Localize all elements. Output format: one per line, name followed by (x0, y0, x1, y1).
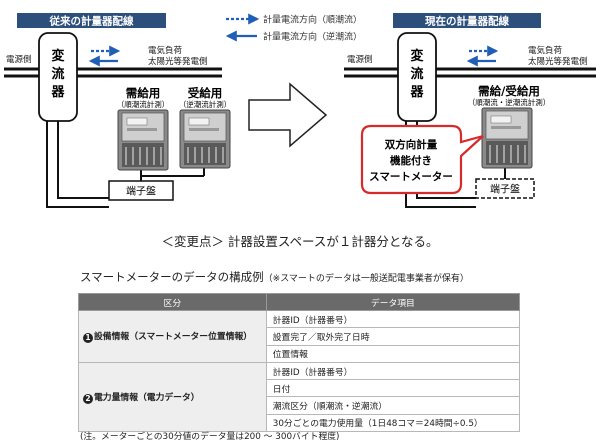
table-footnote: (注。メーターごとの30分値のデータ量は200 〜 300バイト程度) (80, 432, 340, 442)
left-terminal-box (108, 180, 174, 201)
right-transformer-char-3: 器 (409, 85, 424, 100)
callout-line-2: 機能付き (390, 154, 432, 167)
legend-forward: 計量電流方向（順潮流） (263, 14, 362, 26)
right-load-label-1: 電気負荷 (528, 45, 563, 56)
meter-wiring-diagram: 従来の計量器配線 現在の計量器配線 計量電流方向（順潮流） 計量電流方向（逆潮流… (4, 13, 596, 208)
right-load-label-2: 太陽光等発電側 (528, 56, 588, 67)
meter2-sublabel: （逆潮流計測） (179, 99, 232, 109)
header-data-item: データ項目 (265, 293, 521, 311)
data-item: 潮流区分（順潮流・逆潮流） (265, 396, 521, 415)
transformer-char-1: 変 (51, 48, 64, 64)
meter-2-icon (179, 109, 231, 169)
load-label-1: 電気負荷 (148, 45, 183, 56)
right-meter-label: 需給/受給用 (478, 84, 540, 98)
left-title-bar: 従来の計量器配線 (17, 13, 166, 28)
table-title-row: スマートメーターのデータの構成例（※スマートのデータは一般送配電事業者が保有） (80, 269, 469, 285)
meter1-sublabel: （順潮流計測） (117, 99, 170, 109)
meter2-label: 受給用 (188, 86, 223, 100)
callout-line-3: スマートメーター (369, 171, 453, 183)
data-item: 計器ID（計器番号） (265, 361, 521, 381)
number-2-icon: 2 (83, 393, 93, 404)
data-item: 30分ごとの電力使用量（1日48コマ＝24時間÷0.5） (265, 413, 521, 433)
transformer-char-2: 流 (51, 66, 64, 82)
smart-meter-icon (481, 107, 533, 169)
right-transformer-char-1: 変 (410, 48, 423, 64)
category-label-2: 電力量情報（電力データ） (94, 392, 200, 403)
right-terminal-box (475, 178, 535, 199)
meter-1-icon (117, 109, 169, 171)
number-1-icon: 1 (83, 333, 93, 344)
left-terminal-label: 端子盤 (126, 185, 156, 198)
data-item: 位置情報 (265, 344, 521, 363)
legend: 計量電流方向（順潮流） 計量電流方向（逆潮流） (225, 13, 362, 43)
right-diagram: 電源側 電気負荷 太陽光等発電側 変 流 器 需給/受給用 （順潮流・逆潮流計測… (344, 32, 596, 208)
table-header-row: 区分 データ項目 (78, 293, 521, 311)
table-title-note: （※スマートのデータは一般送配電事業者が保有） (263, 274, 469, 284)
power-source-label: 電源側 (6, 54, 32, 65)
table-row: 30分ごとの電力使用量（1日48コマ＝24時間÷0.5） (79, 413, 521, 433)
right-title: 現在の計量器配線 (425, 15, 509, 28)
right-power-source-label: 電源側 (347, 54, 373, 65)
legend-reverse: 計量電流方向（逆潮流） (263, 31, 362, 43)
right-terminal-label: 端子盤 (490, 183, 520, 196)
right-meter-sublabel: （順潮流・逆潮流計測） (468, 97, 551, 107)
header-category: 区分 (78, 293, 267, 311)
transformer-char-3: 器 (50, 85, 65, 100)
change-arrow-icon (248, 82, 328, 148)
load-label-2: 太陽光等発電側 (148, 56, 208, 67)
right-title-bar: 現在の計量器配線 (393, 13, 541, 28)
category-label-1: 設備情報（スマートメーター位置情報） (94, 332, 253, 343)
left-title: 従来の計量器配線 (49, 15, 134, 28)
data-item: 計器ID（計器番号） (265, 309, 521, 329)
data-item: 設置完了／取外完了日時 (265, 327, 521, 346)
meter1-label: 需給用 (126, 86, 161, 100)
change-caption: ＜変更点＞ 計器設置スペースが１計器分となる。 (161, 234, 439, 249)
smart-meter-callout: 双方向計量 機能付き スマートメーター (360, 124, 484, 195)
right-transformer-char-2: 流 (410, 66, 423, 82)
left-diagram: 電源側 電気負荷 太陽光等発電側 変 流 器 需給用 （順潮流計測） 受給用 （… (4, 32, 232, 208)
table-title: スマートメーターのデータの構成例 (80, 270, 264, 284)
callout-line-1: 双方向計量 (384, 138, 438, 151)
data-item: 日付 (265, 379, 521, 398)
